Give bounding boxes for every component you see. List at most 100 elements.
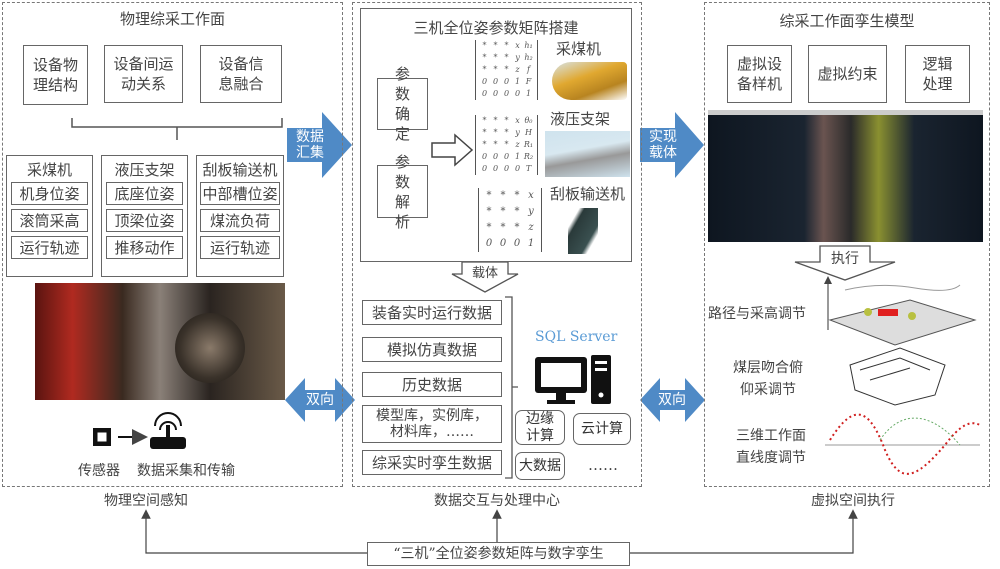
bidirectional-arrow-left: [285, 378, 355, 422]
matrix-cell: *: [493, 65, 498, 74]
matrix-cell: F: [525, 77, 532, 86]
group-item: 运行轨迹: [11, 236, 88, 259]
matrix-cell: y: [528, 206, 534, 217]
group-item: 推移动作: [106, 236, 183, 259]
matrix-cell: *: [482, 41, 487, 50]
matrix-cell: *: [486, 190, 492, 201]
data-brace: [505, 296, 518, 479]
execute-label: 执行: [831, 251, 859, 267]
matrix-cell: 1: [527, 238, 535, 249]
matrix-cell: *: [482, 53, 487, 62]
group-support: 液压支架 底座位姿 顶梁位姿 推移动作: [101, 155, 188, 277]
twin-model-render: [708, 110, 983, 242]
conveyor-label: 刮板输送机: [550, 185, 626, 203]
matrix-cell: *: [504, 65, 509, 74]
data-collect-label: 数据汇集: [296, 129, 324, 161]
matrix-cell: *: [482, 65, 487, 74]
matrix-cell: *: [504, 116, 509, 125]
sql-server-label: SQL Server: [535, 329, 618, 345]
bottom-label-box: “三机”全位姿参数矩阵与数字孪生: [367, 542, 630, 566]
support-image: [545, 131, 630, 177]
matrix-cell: 0: [485, 238, 493, 249]
matrix-cell: *: [504, 53, 509, 62]
matrix-cell: 0: [481, 89, 488, 98]
matrix-cell: *: [504, 140, 509, 149]
data-list-item: 历史数据: [362, 372, 502, 397]
coal-face-photo: [35, 283, 285, 400]
matrix-cell: *: [500, 206, 506, 217]
right-caption: 虚拟空间执行: [811, 493, 895, 509]
matrix-build-box: [360, 8, 632, 262]
top-box: 设备信息融合: [200, 45, 282, 103]
matrix-cell: *: [500, 190, 506, 201]
matrix-cell: 0: [481, 152, 488, 161]
matrix-cell: *: [493, 41, 498, 50]
group-item: 滚筒采高: [11, 209, 88, 232]
matrix-cell: h₁: [524, 41, 533, 50]
big-data-box: 大数据: [515, 452, 565, 480]
bidirectional-arrow-right: [640, 378, 705, 422]
matrix-cell: 1: [514, 152, 521, 161]
matrix-cell: *: [493, 53, 498, 62]
shearer-image: [552, 62, 627, 100]
matrix-cell: 0: [503, 164, 510, 173]
matrix-cell: *: [482, 140, 487, 149]
matrix-cell: 0: [503, 77, 510, 86]
group-item: 顶梁位姿: [106, 209, 183, 232]
left-title: 物理综采工作面: [119, 10, 225, 28]
data-collect-arrow: [287, 112, 352, 178]
matrix-cell: 1: [514, 77, 521, 86]
data-list-item: 综采实时孪生数据: [362, 450, 502, 475]
physical-space-panel: [2, 2, 343, 487]
execute-arrow: [794, 245, 896, 281]
group-item: 运行轨迹: [200, 236, 280, 259]
matrix-cell: y: [515, 53, 520, 62]
carrier-label: 载体: [471, 266, 498, 281]
adjust-label: 煤层吻合俯仰采调节: [733, 360, 803, 398]
sensor-label: 传感器: [78, 463, 120, 479]
matrix-cell: *: [486, 206, 492, 217]
matrix-cell: y: [515, 128, 520, 137]
matrix-cell: 0: [492, 164, 499, 173]
param-determine-box: 参数确定: [377, 65, 428, 143]
data-list-item: 模拟仿真数据: [362, 337, 502, 362]
straightness-plot: [825, 413, 981, 475]
matrix-cell: *: [486, 222, 492, 233]
data-center-panel: [352, 2, 642, 487]
matrix-cell: 0: [492, 89, 499, 98]
group-shearer: 采煤机 机身位姿 滚筒采高 运行轨迹: [6, 155, 93, 277]
top-box: 虚拟设备样机: [727, 45, 792, 103]
top-box: 设备间运动关系: [104, 45, 183, 103]
matrix-cell: *: [500, 222, 506, 233]
adjust-label: 路径与采高调节: [708, 306, 806, 322]
matrix-cell: 0: [503, 152, 510, 161]
matrix-cell: 0: [514, 89, 521, 98]
ellipsis: ……: [588, 456, 618, 474]
top-box: 虚拟约束: [808, 45, 887, 103]
group-item: 煤流负荷: [200, 209, 280, 232]
router-icon: [150, 412, 186, 449]
path-height-plot: [824, 276, 977, 346]
matrix-cell: 0: [503, 89, 510, 98]
right-title: 综采工作面孪生模型: [779, 12, 915, 30]
realize-carrier-label: 实现载体: [649, 129, 677, 161]
matrix-cell: H: [525, 128, 532, 137]
conveyor-image: [568, 208, 598, 254]
left-caption: 物理空间感知: [104, 493, 188, 509]
matrix-cell: *: [514, 190, 520, 201]
middle-caption: 数据交互与处理中心: [434, 493, 560, 509]
matrix-cell: *: [504, 41, 509, 50]
support-label: 液压支架: [550, 110, 611, 128]
group-item: 机身位姿: [11, 182, 88, 205]
cloud-computing-box: 云计算: [573, 413, 631, 445]
group-conveyor: 刮板输送机 中部槽位姿 煤流负荷 运行轨迹: [196, 155, 284, 277]
matrix-cell: 0: [481, 164, 488, 173]
pitch-model-figure: [849, 347, 946, 406]
group-item: 中部槽位姿: [200, 182, 280, 205]
matrix-cell: 1: [525, 89, 532, 98]
matrix-cell: h₂: [524, 53, 533, 62]
brace-left: [71, 118, 283, 140]
